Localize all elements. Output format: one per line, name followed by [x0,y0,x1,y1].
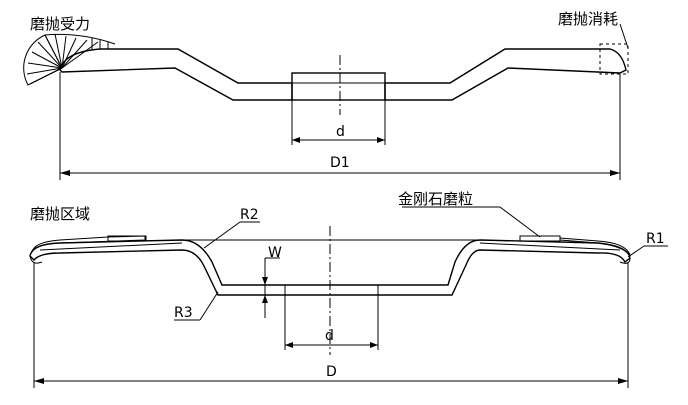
label-r2: R2 [240,207,259,223]
bottom-view: W d D 磨抛区域 金刚石磨粒 R2 R3 R1 [29,190,668,388]
dim-label-d-top: d [336,124,345,140]
label-polishing-area: 磨抛区域 [30,205,90,223]
label-polishing-force: 磨抛受力 [30,15,90,33]
wear-zone [599,43,629,75]
label-diamond-grit: 金刚石磨粒 [398,190,473,208]
force-fan-icon [23,33,116,86]
label-r3: R3 [174,305,193,321]
dim-label-w: W [268,245,282,261]
grit-patch-right [559,237,631,256]
label-polishing-wear: 磨抛消耗 [558,10,618,28]
wheel-profile-bottom [29,239,631,296]
label-r1: R1 [646,231,665,247]
wheel-cross-section-top [59,48,293,101]
hub-bottom [284,284,379,296]
wheel-cross-section-top-right [384,48,627,101]
hub-top [291,72,386,101]
dim-label-d1: D1 [330,155,350,171]
dim-label-d-bottom: d [325,328,334,344]
top-view: d D1 磨抛受力 磨抛消耗 [23,10,629,180]
dim-label-d-outer: D [326,364,337,380]
